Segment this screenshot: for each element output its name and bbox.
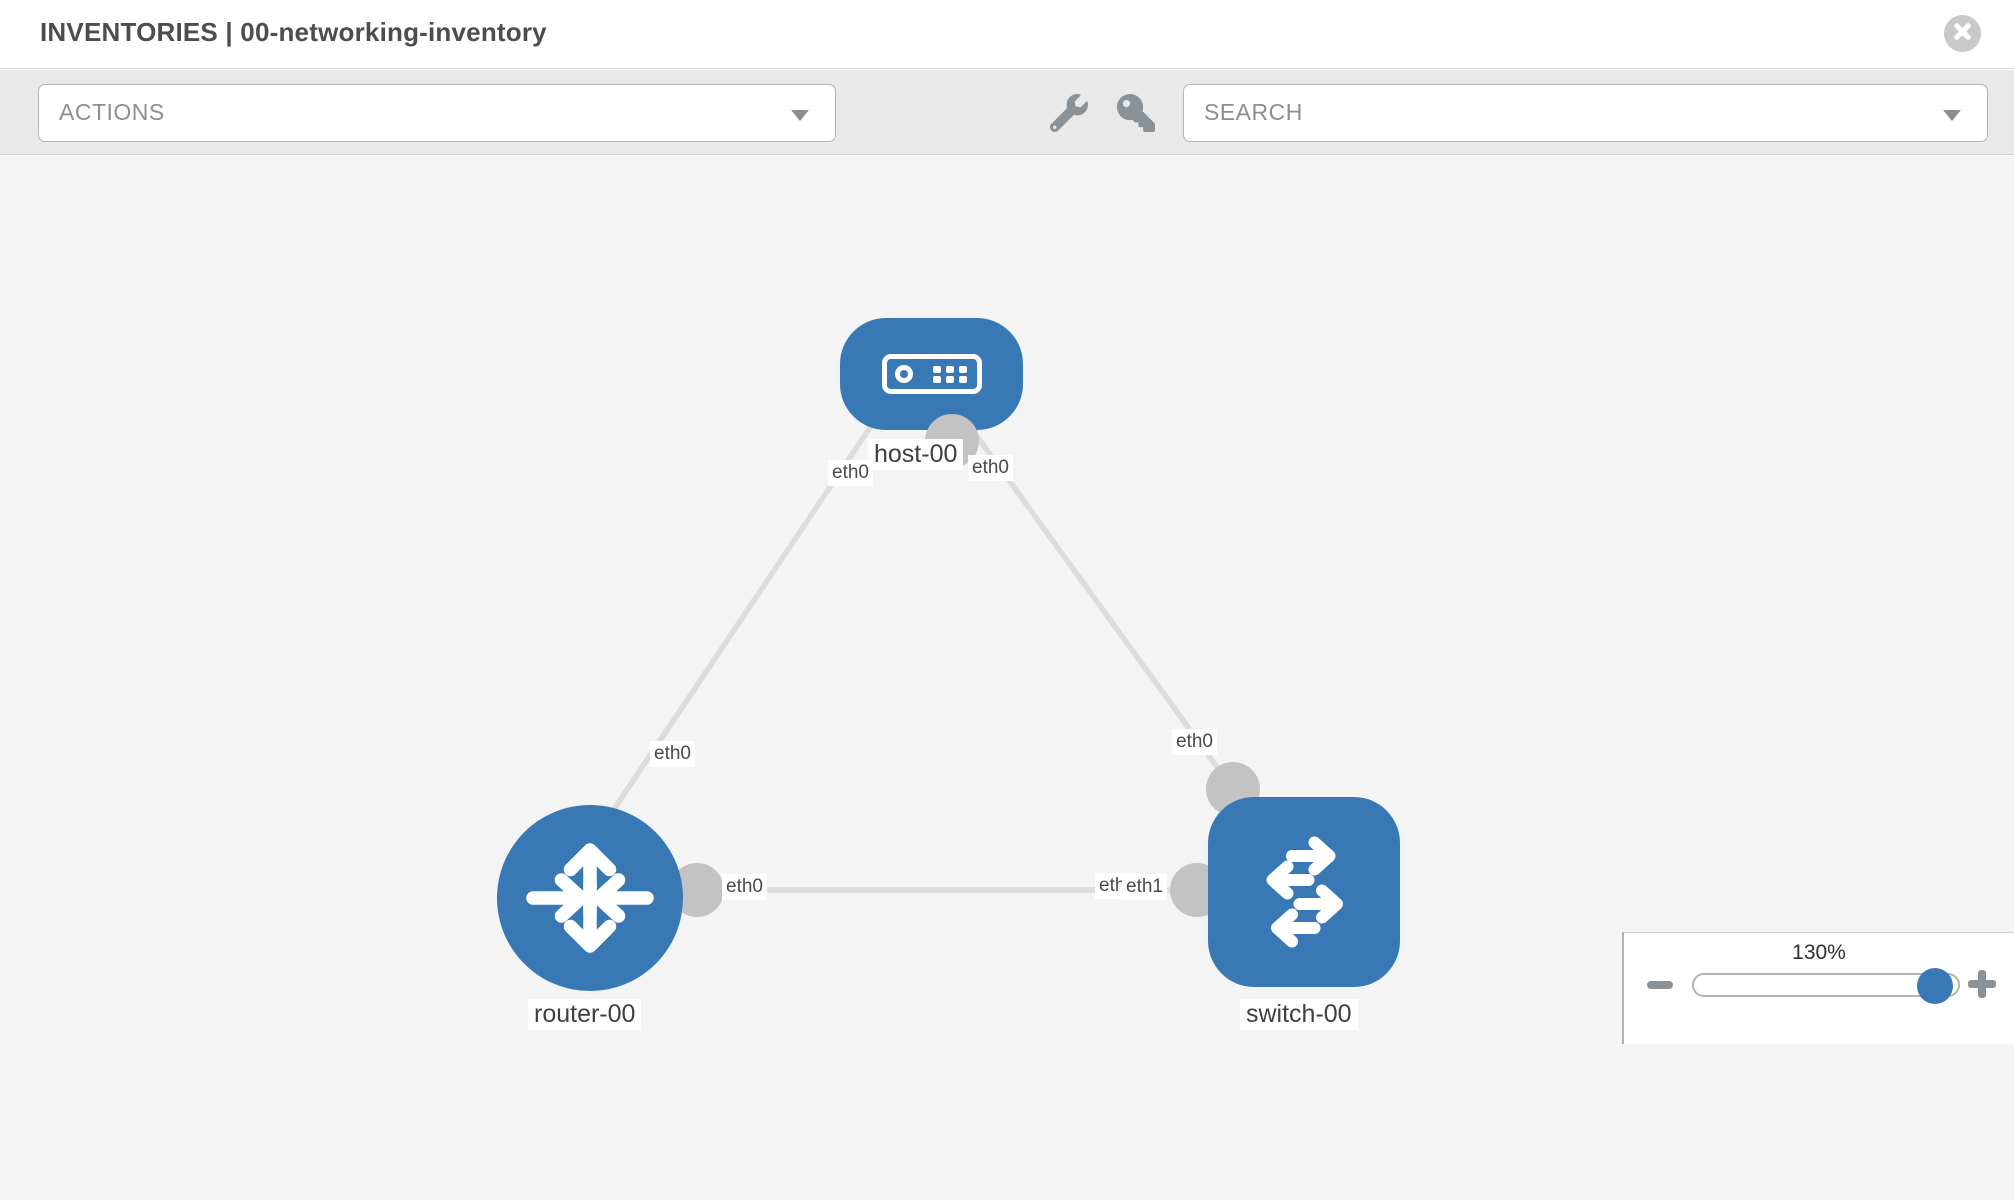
zoom-slider[interactable] — [1692, 968, 1960, 1004]
search-dropdown-label: SEARCH — [1204, 99, 1303, 125]
node-host-00[interactable] — [840, 318, 1023, 430]
node-label-router: router-00 — [528, 999, 642, 1030]
search-dropdown[interactable]: SEARCH — [1183, 84, 1988, 142]
plus-icon zoom-in-button[interactable] — [1968, 970, 1996, 998]
node-switch-00[interactable] — [1208, 797, 1400, 987]
page-title: INVENTORIES | 00-networking-inventory — [40, 17, 547, 47]
host-icon — [881, 354, 982, 394]
interface-label: eth0 — [968, 455, 1013, 481]
zoom-level-value: 130% — [1792, 941, 1846, 964]
interface-label: eth0 — [722, 874, 767, 900]
minus-icon zoom-out-button[interactable] — [1647, 981, 1673, 989]
key-icon — [1117, 94, 1155, 136]
chevron-down-icon — [1943, 110, 1961, 121]
actions-dropdown[interactable]: ACTIONS — [38, 84, 836, 142]
interface-label: eth0 — [650, 741, 695, 767]
close-icon — [1953, 22, 1972, 46]
chevron-down-icon — [791, 110, 809, 121]
link-host-switch — [965, 422, 1236, 791]
header-bar: INVENTORIES | 00-networking-inventory — [0, 0, 2014, 69]
wrench-icon — [1049, 94, 1088, 136]
zoom-panel: 130% — [1622, 932, 2014, 1044]
router-icon — [515, 823, 665, 973]
interface-label: eth1 — [1122, 874, 1167, 900]
node-label-switch: switch-00 — [1240, 999, 1358, 1030]
switch-icon — [1229, 817, 1379, 967]
topology-canvas[interactable]: eth0 host-00 eth0 eth0 eth0 eth0 eth0 et… — [0, 156, 2014, 1200]
node-router-00[interactable] — [497, 805, 683, 991]
zoom-slider-knob[interactable] — [1917, 968, 1953, 1004]
key-button[interactable] — [1117, 94, 1155, 132]
close-button[interactable] — [1944, 15, 1981, 52]
actions-dropdown-label: ACTIONS — [59, 99, 165, 125]
wrench-button[interactable] — [1049, 94, 1088, 133]
toolbar: ACTIONS SEARCH — [0, 70, 2014, 155]
interface-label: eth0 — [828, 460, 873, 486]
node-label-host: host-00 — [868, 439, 964, 470]
interface-label: eth0 — [1172, 729, 1217, 755]
